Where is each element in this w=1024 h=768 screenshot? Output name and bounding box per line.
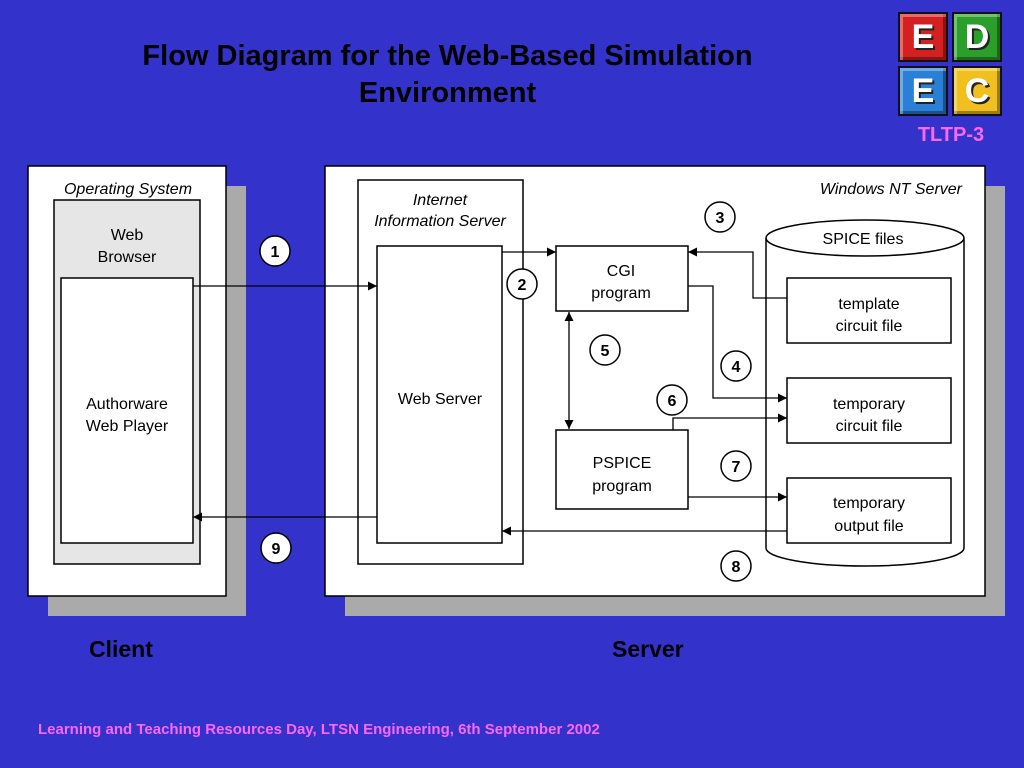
tltp-badge: TLTP-3	[917, 124, 985, 146]
template-circuit-file-box	[786, 277, 952, 344]
step-4-label: 4	[732, 359, 741, 376]
logo-tile-c: C	[952, 66, 1002, 116]
arrow-pspice-to-temp-circuit	[672, 413, 787, 430]
pspice-label-2: program	[592, 478, 652, 495]
cgi-label-2: program	[591, 285, 651, 302]
server-label: Server	[612, 636, 684, 662]
title-line-1: Flow Diagram for the Web-Based Simulatio…	[142, 40, 753, 72]
step-7-label: 7	[732, 459, 741, 476]
client-label: Client	[89, 636, 153, 662]
temp-circuit-label-1: temporary	[833, 396, 905, 413]
step-4-marker: 4	[720, 350, 752, 382]
step-1-label: 1	[271, 244, 280, 261]
template-label-2: circuit file	[836, 318, 903, 335]
temporary-circuit-file-box	[786, 377, 952, 444]
step-9-marker: 9	[260, 532, 292, 564]
pspice-label-1: PSPICE	[593, 455, 652, 472]
step-5-label: 5	[601, 343, 610, 360]
web-server-box	[376, 245, 503, 544]
logo-tile-e: E	[898, 12, 948, 62]
cgi-program-box	[555, 245, 689, 312]
logo-tile-e-second: E	[898, 66, 948, 116]
step-1-marker: 1	[259, 235, 291, 267]
web-browser-label-1: Web	[111, 227, 144, 244]
web-server-label: Web Server	[398, 391, 483, 408]
spice-files-cylinder-top	[765, 219, 965, 257]
cgi-label-1: CGI	[607, 263, 635, 280]
step-9-label: 9	[272, 541, 281, 558]
step-8-label: 8	[732, 559, 741, 576]
temporary-output-file-box	[786, 477, 952, 544]
temp-output-label-2: output file	[834, 518, 903, 535]
windows-nt-server-label: Windows NT Server	[820, 181, 963, 198]
logo-tile-d: D	[952, 12, 1002, 62]
step-3-marker: 3	[704, 201, 736, 233]
title-line-2: Environment	[358, 77, 537, 109]
iis-label-2: Information Server	[374, 213, 506, 230]
step-5-marker: 5	[589, 334, 621, 366]
authorware-box	[60, 277, 194, 544]
authorware-label-1: Authorware	[86, 396, 168, 413]
authorware-label-2: Web Player	[86, 418, 169, 435]
edec-logo: E D E C	[898, 12, 1002, 116]
temp-circuit-label-2: circuit file	[836, 418, 903, 435]
slide-title: Flow Diagram for the Web-Based Simulatio…	[95, 38, 800, 112]
step-7-marker: 7	[720, 450, 752, 482]
step-6-label: 6	[668, 393, 677, 410]
spice-files-label: SPICE files	[823, 231, 904, 248]
template-label-1: template	[838, 296, 899, 313]
footer-text: Learning and Teaching Resources Day, LTS…	[38, 721, 600, 738]
arrow-template-to-cgi	[688, 247, 787, 299]
operating-system-label: Operating System	[64, 181, 192, 198]
temp-output-label-1: temporary	[833, 495, 905, 512]
step-6-marker: 6	[656, 384, 688, 416]
step-2-label: 2	[518, 277, 527, 294]
iis-label-1: Internet	[413, 192, 468, 209]
step-3-label: 3	[716, 210, 725, 227]
step-8-marker: 8	[720, 550, 752, 582]
step-2-marker: 2	[506, 268, 538, 300]
web-browser-label-2: Browser	[98, 249, 157, 266]
arrow-cgi-to-temp-circuit	[688, 285, 787, 403]
pspice-program-box	[555, 429, 689, 510]
